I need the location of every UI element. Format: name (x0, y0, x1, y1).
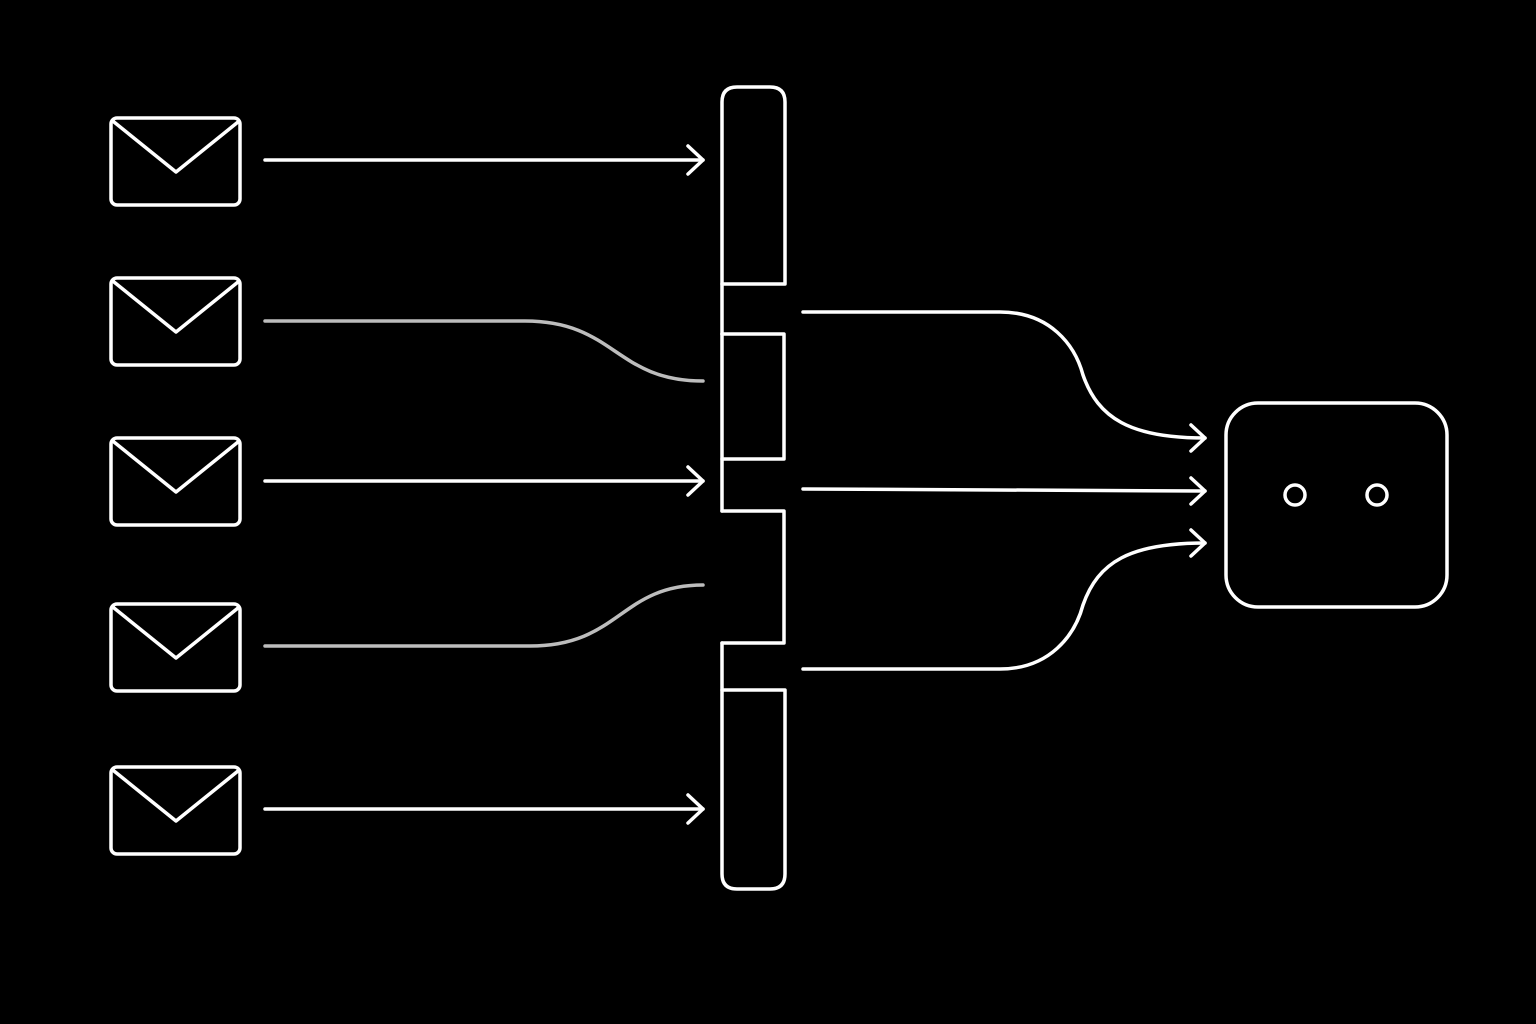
envelope-icon (109, 602, 242, 693)
output-curve-arrow (801, 310, 1207, 453)
envelope-icon (109, 116, 242, 207)
envelope-icon (109, 276, 242, 367)
input-arrow (263, 144, 705, 176)
segmented-hub (720, 85, 787, 891)
input-arrow (263, 465, 705, 497)
envelope-icon (109, 436, 242, 527)
output-arrow (801, 476, 1207, 506)
envelope-icon (109, 765, 242, 856)
input-curve-faded (263, 583, 705, 648)
input-arrow (263, 793, 705, 825)
robot-face-icon (1224, 401, 1449, 609)
output-curve-arrow (801, 528, 1207, 671)
input-curve-faded (263, 319, 705, 383)
